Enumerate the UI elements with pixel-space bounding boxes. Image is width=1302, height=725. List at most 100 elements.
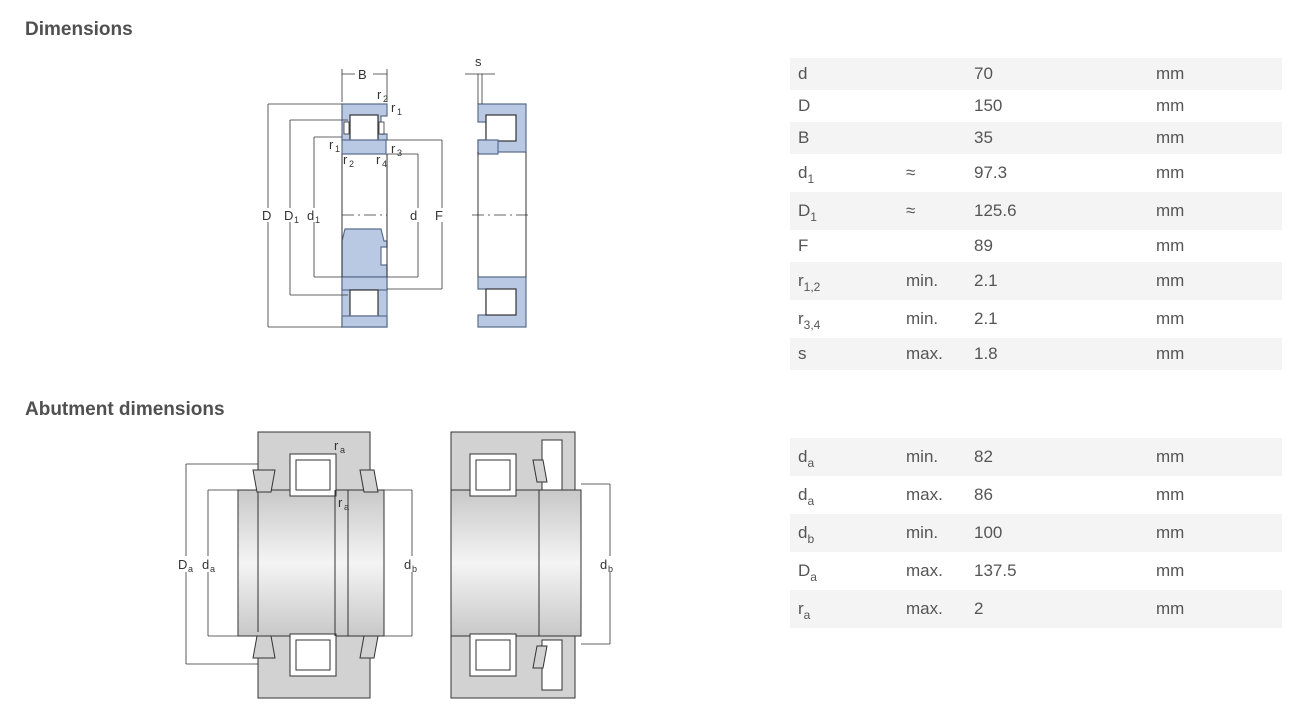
- parameter-value: 89: [974, 236, 993, 255]
- label-D1: D: [284, 208, 293, 223]
- svg-text:2: 2: [349, 159, 354, 169]
- label-db-left: d: [404, 557, 411, 572]
- unit: mm: [1148, 122, 1282, 154]
- qualifier: min.: [898, 514, 966, 552]
- unit: mm: [1156, 163, 1185, 182]
- label-d: d: [410, 208, 417, 223]
- unit: mm: [1148, 438, 1282, 476]
- label-D: D: [262, 208, 271, 223]
- qualifier: min.: [906, 309, 939, 328]
- qualifier: min.: [898, 438, 966, 476]
- label-da: d: [202, 557, 209, 572]
- unit: mm: [1148, 192, 1282, 230]
- unit: mm: [1156, 96, 1185, 115]
- table-row: da max. 86 mm: [790, 476, 1282, 514]
- qualifier: min.: [898, 262, 966, 300]
- parameter-value: 2: [966, 590, 1148, 628]
- unit: mm: [1148, 58, 1282, 90]
- parameter-symbol: s: [790, 338, 898, 370]
- qualifier: [898, 58, 966, 90]
- label-r1-mid: r: [329, 137, 334, 152]
- unit: mm: [1148, 514, 1282, 552]
- parameter-symbol: ra: [790, 590, 898, 628]
- label-ra-mid: r: [338, 495, 343, 510]
- parameter-value: 100: [966, 514, 1148, 552]
- label-r1-top: r: [391, 100, 396, 115]
- unit: mm: [1156, 485, 1185, 504]
- parameter-symbol: r1,2: [790, 262, 898, 300]
- qualifier: max.: [906, 561, 943, 580]
- svg-text:1: 1: [294, 215, 299, 225]
- label-r4: r: [376, 152, 381, 167]
- parameter-value: 2.1: [966, 262, 1148, 300]
- svg-text:1: 1: [397, 107, 402, 117]
- parameter-symbol: r3,4: [798, 309, 821, 332]
- parameter-value: 1.8: [966, 338, 1148, 370]
- qualifier: ≈: [898, 192, 966, 230]
- parameter-symbol: D1: [790, 192, 898, 230]
- label-s: s: [475, 54, 482, 69]
- abutment-assembly-left: [237, 431, 385, 699]
- table-row: F 89 mm: [790, 230, 1282, 262]
- parameter-symbol: F: [798, 236, 809, 255]
- label-r2-top: r: [377, 87, 382, 102]
- qualifier: max.: [898, 338, 966, 370]
- parameter-value: 137.5: [974, 561, 1017, 580]
- label-F: F: [435, 208, 443, 223]
- label-d1: d: [307, 208, 314, 223]
- parameter-symbol: db: [790, 514, 898, 552]
- parameter-symbol: d: [790, 58, 898, 90]
- svg-text:4: 4: [382, 159, 387, 169]
- label-r2-mid: r: [343, 152, 348, 167]
- svg-text:2: 2: [383, 94, 388, 104]
- bearing-section-left: [341, 103, 388, 328]
- bearing-dimensions-drawing: B s D D 1 d 1 d F r 2 r 1 r 1 r 2 r 4 r …: [260, 54, 532, 328]
- label-ra-top: r: [334, 438, 339, 453]
- parameter-symbol: B: [790, 122, 898, 154]
- parameter-symbol: d1: [798, 163, 815, 186]
- parameter-value: 70: [966, 58, 1148, 90]
- svg-text:b: b: [412, 564, 417, 574]
- abutment-heading: Abutment dimensions: [25, 399, 225, 420]
- parameter-value: 35: [966, 122, 1148, 154]
- parameter-value: 86: [974, 485, 993, 504]
- svg-text:b: b: [608, 564, 613, 574]
- svg-text:1: 1: [315, 215, 320, 225]
- qualifier: max.: [906, 485, 943, 504]
- label-B: B: [358, 67, 367, 82]
- parameter-value: 150: [974, 96, 1003, 115]
- parameter-symbol: D: [798, 96, 811, 115]
- unit: mm: [1156, 309, 1185, 328]
- qualifier: [898, 90, 966, 122]
- bearing-section-right: [465, 73, 532, 328]
- label-db-right: d: [600, 557, 607, 572]
- svg-text:a: a: [340, 445, 345, 455]
- qualifier: [898, 230, 966, 262]
- parameter-symbol: da: [798, 485, 815, 508]
- label-r3: r: [391, 141, 396, 156]
- abutment-drawing: D a d a d b d b r a r a: [176, 431, 618, 699]
- unit: mm: [1148, 590, 1282, 628]
- svg-text:a: a: [210, 564, 215, 574]
- parameter-symbol: da: [790, 438, 898, 476]
- svg-text:a: a: [344, 502, 349, 512]
- parameter-value: 125.6: [966, 192, 1148, 230]
- abutment-assembly-right: [450, 431, 582, 699]
- unit: mm: [1148, 262, 1282, 300]
- qualifier: ≈: [906, 163, 916, 182]
- qualifier: max.: [898, 590, 966, 628]
- unit: mm: [1156, 236, 1185, 255]
- dimensions-heading: Dimensions: [25, 19, 133, 40]
